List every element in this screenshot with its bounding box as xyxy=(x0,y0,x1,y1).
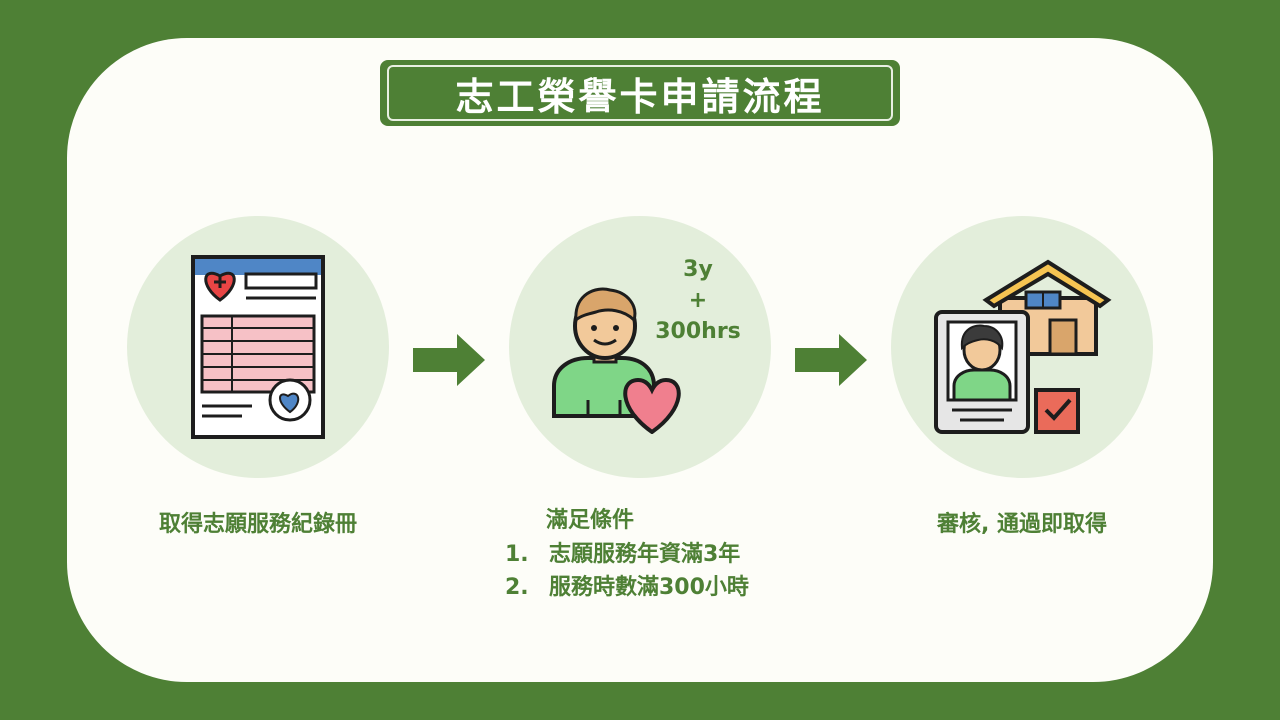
step-3-label: 審核, 通過即取得 xyxy=(936,512,1108,537)
page-title: 志工榮譽卡申請流程 xyxy=(387,65,893,121)
arrow-right-icon xyxy=(795,334,867,386)
condition-text: 服務時數滿300小時 xyxy=(549,575,749,600)
title-banner: 志工榮譽卡申請流程 xyxy=(380,60,900,126)
volunteer-heart-icon xyxy=(552,287,681,434)
badge-hours: 300hrs xyxy=(655,319,741,344)
condition-text: 志願服務年資滿3年 xyxy=(549,542,741,567)
record-book-icon xyxy=(191,255,325,439)
step-2-circle xyxy=(509,216,771,478)
condition-number: 2. xyxy=(505,575,529,600)
step-2-heading: 滿足條件 xyxy=(545,508,634,533)
badge-years: 3y xyxy=(683,257,713,282)
arrow-right-icon xyxy=(413,334,485,386)
step-1-label: 取得志願服務紀錄冊 xyxy=(158,512,357,537)
requirement-badge: 3y + 300hrs xyxy=(640,254,756,347)
badge-plus: + xyxy=(688,288,708,313)
condition-item: 1. 志願服務年資滿3年 xyxy=(505,536,740,568)
condition-number: 1. xyxy=(505,542,529,567)
id-card-house-icon xyxy=(934,259,1112,434)
condition-item: 2. 服務時數滿300小時 xyxy=(505,569,749,601)
